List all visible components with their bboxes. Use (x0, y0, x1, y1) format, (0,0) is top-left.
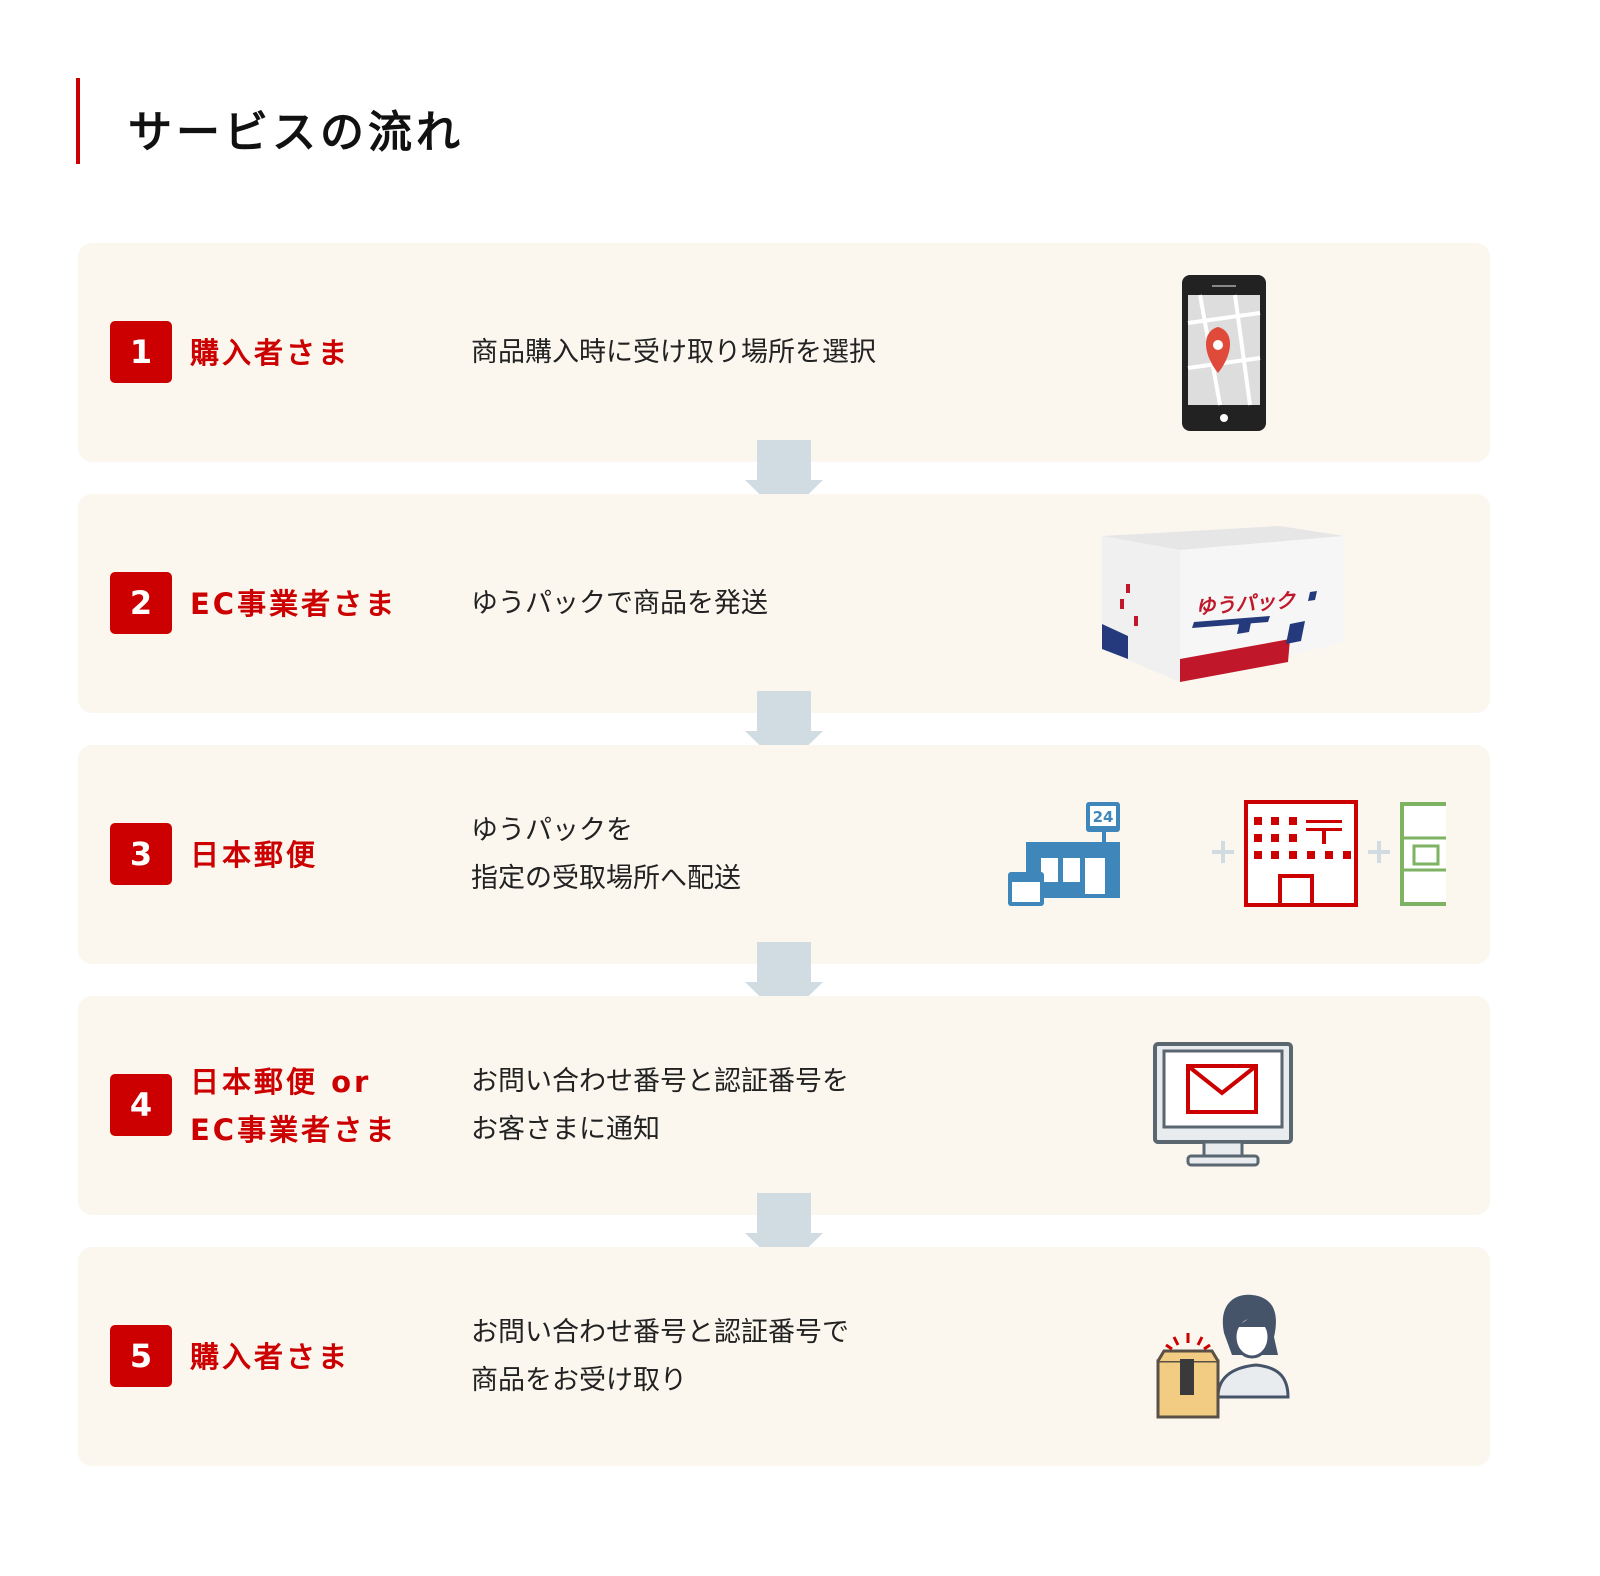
desc-line: ゆうパックを (471, 814, 633, 846)
page-title: サービスの流れ (128, 107, 464, 158)
step-actor: 購入者さま (190, 243, 350, 462)
desc-line: 商品購入時に受け取り場所を選択 (471, 336, 876, 368)
step-number-badge: 3 (110, 823, 172, 885)
step-number-badge: 1 (110, 321, 172, 383)
desc-line: お問い合わせ番号と認証番号を (471, 1065, 849, 1097)
desc-line: 指定の受取場所へ配送 (471, 862, 741, 894)
smartphone-map-pin-icon (1182, 275, 1266, 431)
step-card-1: 1 購入者さま 商品購入時に受け取り場所を選択 (78, 243, 1490, 462)
yu-pack-box-icon: ゆうパック (1102, 526, 1344, 682)
actor-line: EC事業者さま (190, 1112, 398, 1147)
step-actor: EC事業者さま (190, 494, 397, 713)
step-actor: 購入者さま (190, 1247, 350, 1466)
actor-line: 日本郵便 or (190, 1064, 372, 1099)
step-description: ゆうパックを指定の受取場所へ配送 (471, 745, 741, 964)
desc-line: お問い合わせ番号と認証番号で (471, 1316, 849, 1348)
step-description: お問い合わせ番号と認証番号をお客さまに通知 (471, 996, 849, 1215)
pickup-locations-icon: 24 (1008, 800, 1446, 907)
actor-line: 日本郵便 (190, 837, 319, 872)
step-number-badge: 4 (110, 1074, 172, 1136)
desc-line: お客さまに通知 (471, 1113, 660, 1145)
step-description: お問い合わせ番号と認証番号で商品をお受け取り (471, 1247, 849, 1466)
actor-line: 購入者さま (190, 335, 351, 370)
convenience-store-icon: 24 (1008, 802, 1120, 906)
step-card-2: 2 EC事業者さま ゆうパックで商品を発送 ゆうパック (78, 494, 1490, 713)
step-actor: 日本郵便 or EC事業者さま (190, 996, 397, 1215)
step-actor: 日本郵便 (190, 745, 318, 964)
monitor-mail-icon (1153, 1042, 1293, 1167)
person-receiving-package-icon (1156, 1294, 1290, 1419)
step-number-badge: 5 (110, 1325, 172, 1387)
step-description: ゆうパックで商品を発送 (471, 494, 768, 713)
desc-line: 商品をお受け取り (471, 1364, 687, 1396)
step-card-3: 3 日本郵便 ゆうパックを指定の受取場所へ配送 24 (78, 745, 1490, 964)
actor-line: 購入者さま (190, 1339, 351, 1374)
store-24-sign: 24 (1093, 808, 1114, 826)
actor-line: EC事業者さま (190, 586, 398, 621)
title-accent-bar (76, 78, 80, 164)
step-description: 商品購入時に受け取り場所を選択 (471, 243, 876, 462)
step-number-badge: 2 (110, 572, 172, 634)
step-card-5: 5 購入者さま お問い合わせ番号と認証番号で商品をお受け取り (78, 1247, 1490, 1466)
parcel-locker-icon (1400, 802, 1446, 906)
post-office-icon (1244, 800, 1358, 907)
desc-line: ゆうパックで商品を発送 (471, 587, 768, 619)
step-card-4: 4 日本郵便 or EC事業者さま お問い合わせ番号と認証番号をお客さまに通知 (78, 996, 1490, 1215)
